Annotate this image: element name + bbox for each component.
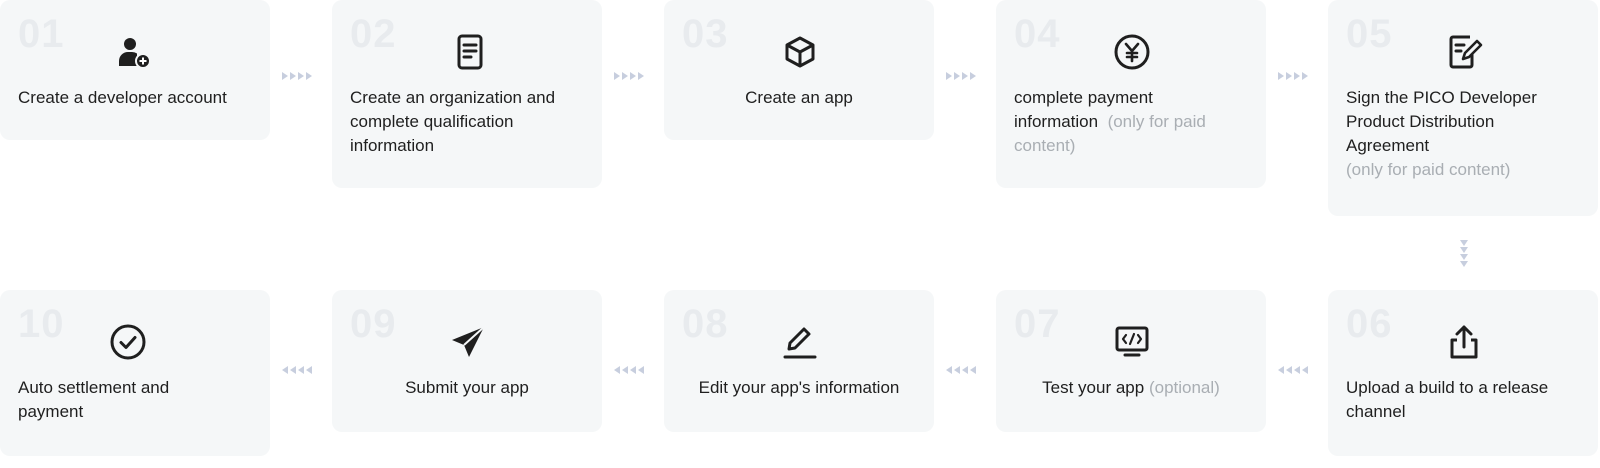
step-card-08: 08 Edit your app's information	[664, 290, 934, 432]
step-card-03: 03 Create an app	[664, 0, 934, 140]
step-card-06: 06 Upload a build to a release channel	[1328, 290, 1598, 456]
step-number: 02	[350, 12, 397, 56]
flow-arrow-left	[614, 366, 644, 374]
step-label-text: Upload a build to a release channel	[1346, 378, 1549, 421]
flow-arrow-left	[946, 366, 976, 374]
step-label: Sign the PICO Developer Product Distribu…	[1346, 86, 1572, 182]
step-number: 01	[18, 12, 65, 56]
pencil-edit-icon	[780, 322, 820, 362]
step-card-07: 07 Test your app (optional)	[996, 290, 1266, 432]
flow-arrow-right	[282, 72, 312, 80]
document-icon	[450, 32, 490, 72]
step-card-04: 04 complete payment information (only fo…	[996, 0, 1266, 188]
step-number: 08	[682, 302, 729, 346]
step-label: Test your app (optional)	[1004, 376, 1258, 400]
step-number: 10	[18, 302, 65, 346]
step-label-text: Submit your app	[405, 378, 529, 397]
step-label-text: Create an app	[745, 88, 853, 107]
step-label-text: Auto settlement and payment	[18, 378, 170, 421]
sign-document-icon	[1444, 32, 1484, 72]
flow-arrow-right	[946, 72, 976, 80]
yen-coin-icon	[1112, 32, 1152, 72]
step-label-text: Create an organization and complete qual…	[350, 88, 556, 155]
step-note: (only for paid content)	[1014, 112, 1206, 155]
check-circle-icon	[108, 322, 148, 362]
step-number: 07	[1014, 302, 1061, 346]
step-number: 04	[1014, 12, 1061, 56]
step-label-text: Sign the PICO Developer Product Distribu…	[1346, 88, 1537, 155]
step-card-02: 02 Create an organization and complete q…	[332, 0, 602, 188]
flow-arrow-right	[1278, 72, 1308, 80]
code-monitor-icon	[1112, 322, 1152, 362]
step-card-01: 01 Create a developer account	[0, 0, 270, 140]
step-label: Submit your app	[340, 376, 594, 400]
step-label: Edit your app's information	[672, 376, 926, 400]
flow-arrow-left	[282, 366, 312, 374]
flow-arrow-left	[1278, 366, 1308, 374]
step-label: Upload a build to a release channel	[1346, 376, 1558, 424]
user-add-icon	[115, 32, 155, 72]
step-label: complete payment information (only for p…	[1014, 86, 1252, 158]
step-label: Create an organization and complete qual…	[350, 86, 588, 158]
step-number: 09	[350, 302, 397, 346]
step-label: Auto settlement and payment	[18, 376, 210, 424]
step-label-text: Create a developer account	[18, 88, 227, 107]
step-number: 03	[682, 12, 729, 56]
step-card-09: 09 Submit your app	[332, 290, 602, 432]
step-card-05: 05 Sign the PICO Developer Product Distr…	[1328, 0, 1598, 216]
step-card-10: 10 Auto settlement and payment	[0, 290, 270, 456]
paper-plane-icon	[448, 322, 488, 362]
flow-arrow-right	[614, 72, 644, 80]
step-note: (optional)	[1148, 378, 1220, 397]
step-label-text: complete payment information	[1014, 88, 1153, 131]
step-label: Create a developer account	[18, 86, 256, 110]
step-number: 05	[1346, 12, 1393, 56]
upload-share-icon	[1444, 322, 1484, 362]
step-number: 06	[1346, 302, 1393, 346]
step-label-text: Test your app	[1042, 378, 1145, 397]
step-note: (only for paid content)	[1346, 160, 1511, 179]
cube-icon	[780, 32, 820, 72]
flow-arrow-down	[1460, 240, 1468, 267]
step-label-text: Edit your app's information	[698, 378, 900, 397]
step-label: Create an app	[672, 86, 926, 110]
